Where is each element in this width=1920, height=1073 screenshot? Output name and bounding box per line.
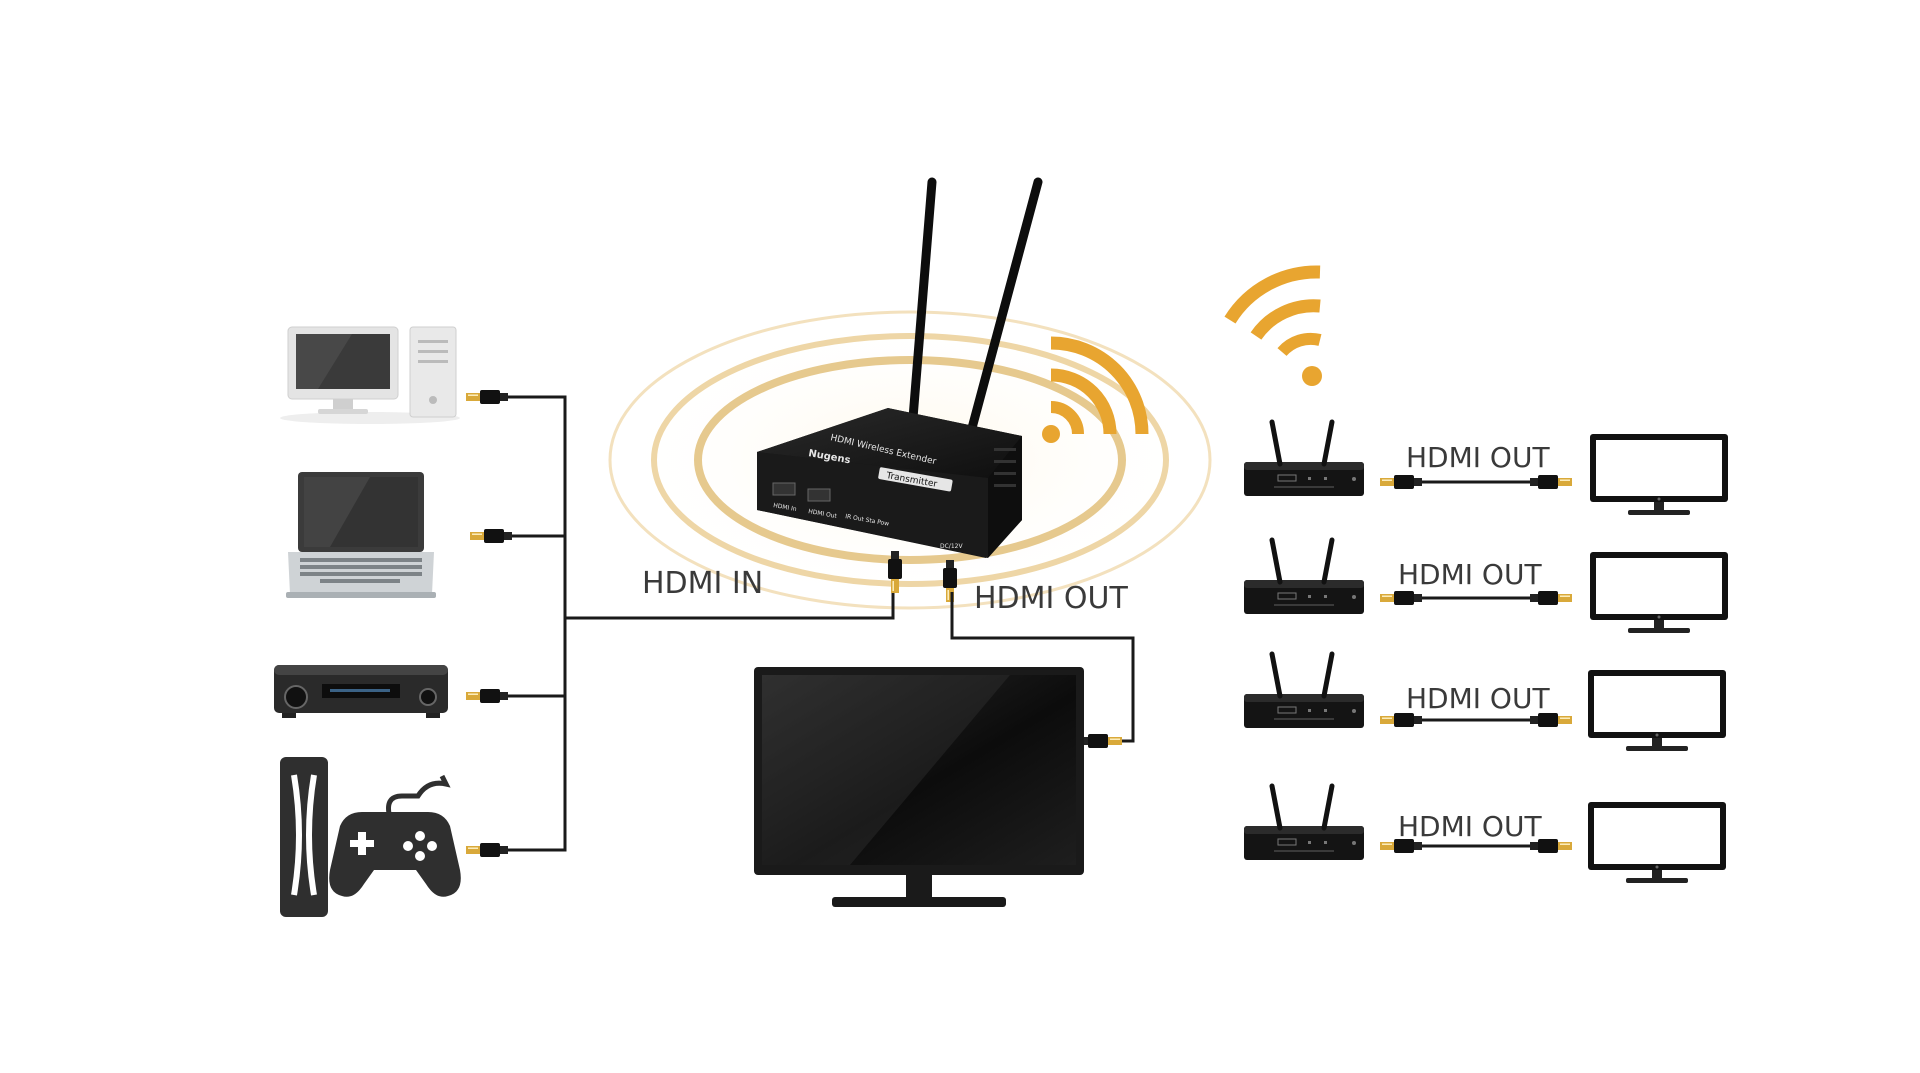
- hdmi-plug: [1380, 713, 1422, 727]
- hdmi-plug-receiver: [466, 689, 508, 703]
- receiver-row-4: [1244, 786, 1726, 883]
- source-cables: [498, 395, 895, 852]
- hdmi-plug: [1380, 475, 1422, 489]
- receiver-4-label: HDMI OUT: [1398, 810, 1542, 843]
- monitor-icon: [1588, 802, 1726, 883]
- hdmi-plug-pc: [466, 390, 508, 404]
- receiver-row-1: [1244, 422, 1728, 515]
- hdmi-out-label: HDMI OUT: [974, 581, 1128, 616]
- desktop-pc-icon: [280, 326, 460, 424]
- hdmi-plug: [1380, 591, 1422, 605]
- vent-slots: [994, 448, 1016, 487]
- port-in-label: HDMI In: [773, 502, 798, 513]
- main-tv-icon: [754, 667, 1084, 907]
- receiver-2-label: HDMI OUT: [1398, 558, 1542, 591]
- transmitter-device: HDMI Wireless Extender Nugens Transmitte…: [757, 177, 1043, 558]
- gamepad-icon: [329, 774, 461, 897]
- hdmi-plug: [1530, 713, 1572, 727]
- receiver-1-label: HDMI OUT: [1406, 441, 1550, 474]
- antenna-right-icon: [967, 177, 1043, 433]
- antenna-left-icon: [908, 177, 937, 423]
- hdmi-plug-console: [466, 843, 508, 857]
- hdmi-plug-laptop: [470, 529, 512, 543]
- hdmi-in-label: HDMI IN: [642, 566, 763, 601]
- receiver-device-icon: [1244, 654, 1364, 728]
- wifi-transmit-icon: [1042, 336, 1149, 443]
- laptop-icon: [286, 472, 436, 598]
- receiver-device-icon: [1244, 786, 1364, 860]
- receiver-row-2: [1244, 540, 1728, 633]
- receiver-device-icon: [1244, 422, 1364, 496]
- hdmi-plug: [1530, 591, 1572, 605]
- receiver-device-icon: [1244, 540, 1364, 614]
- av-receiver-icon: [274, 665, 448, 718]
- power-label: DC/12V: [940, 543, 963, 550]
- hdmi-plug-tv: [1080, 734, 1122, 748]
- monitor-icon: [1590, 434, 1728, 515]
- receiver-3-label: HDMI OUT: [1406, 682, 1550, 715]
- tv-cable: [950, 592, 1135, 743]
- receiver-row-3: [1244, 654, 1726, 751]
- wifi-receive-icon: [1224, 265, 1322, 386]
- hdmi-plug: [1530, 475, 1572, 489]
- monitor-icon: [1590, 552, 1728, 633]
- monitor-icon: [1588, 670, 1726, 751]
- game-console-icon: [280, 757, 328, 917]
